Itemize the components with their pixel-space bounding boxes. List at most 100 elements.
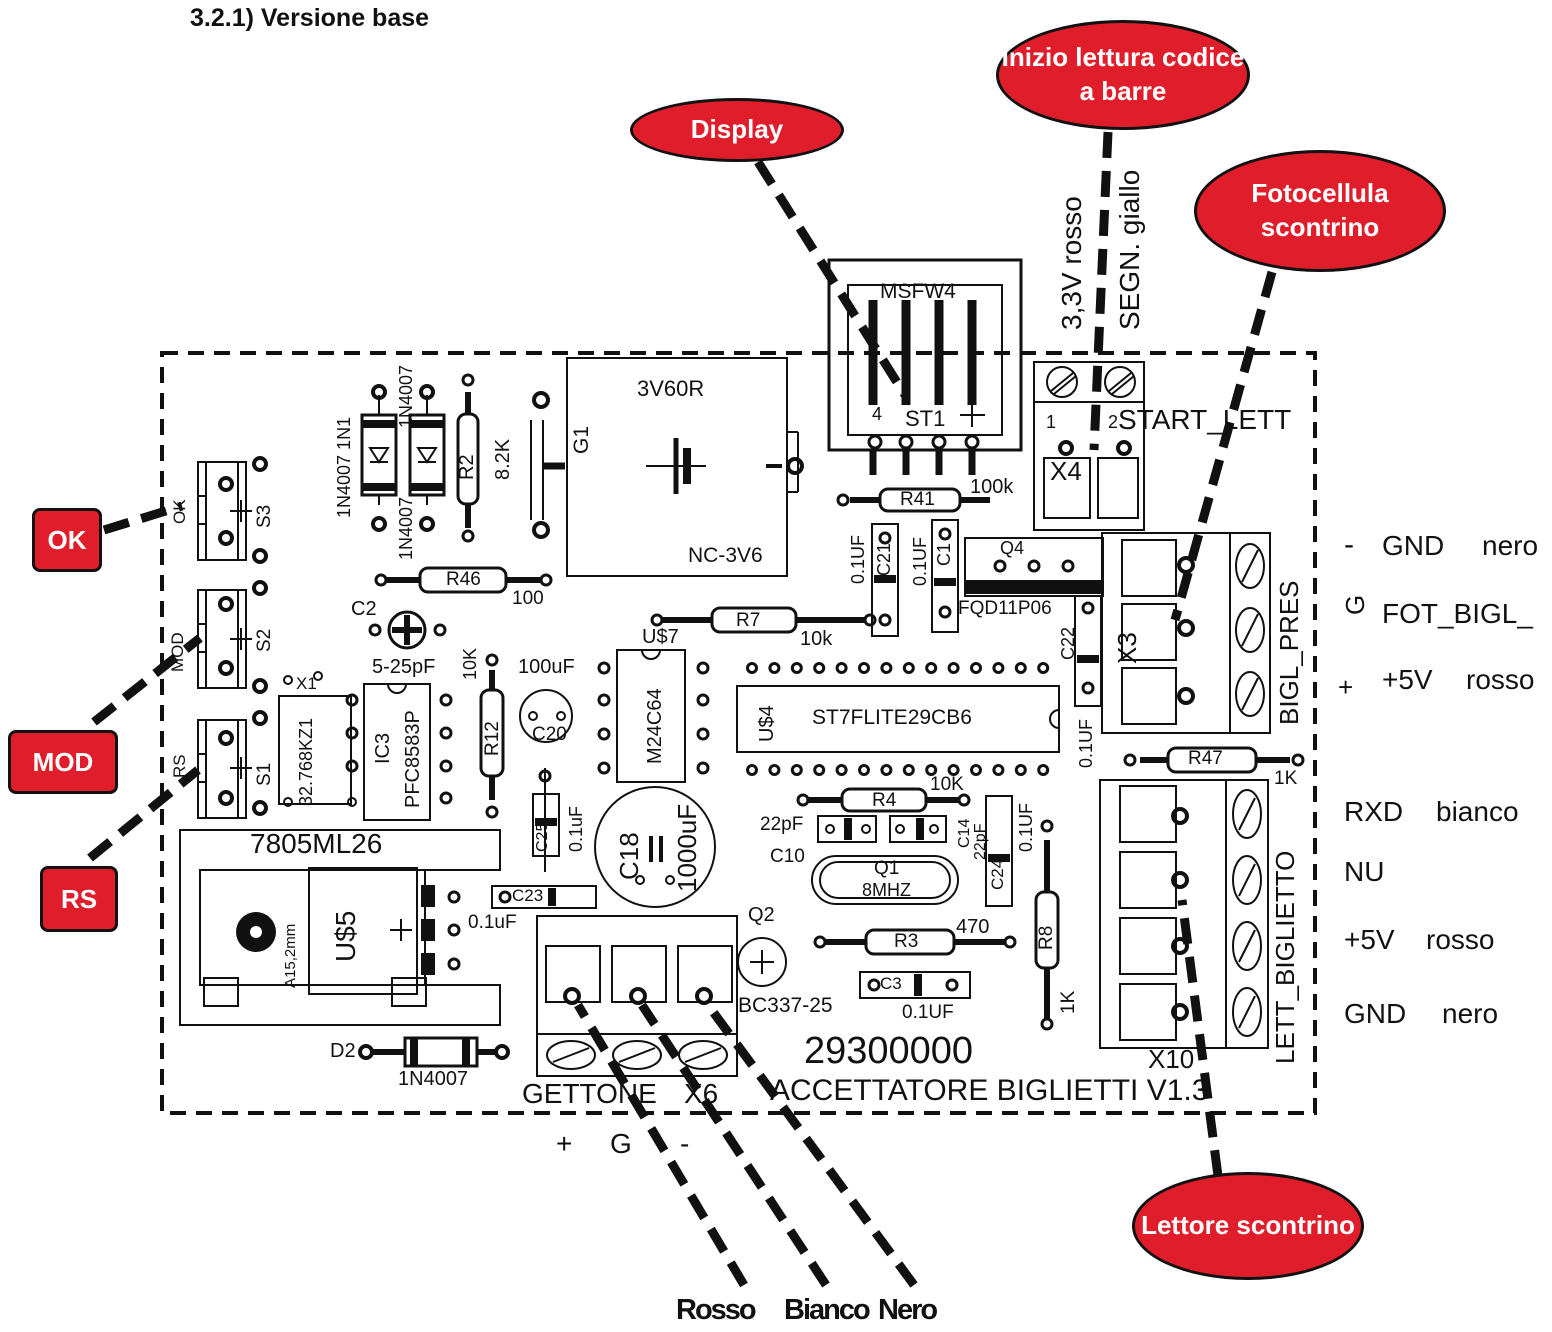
silk-ic3: IC3: [372, 732, 394, 764]
silk-msfw4: MSFW4: [880, 280, 956, 303]
ic-ic3: [345, 683, 453, 821]
leader-mod: [91, 634, 203, 726]
silk-r41-value: 100k: [970, 476, 1014, 498]
callout-rs: RS: [40, 866, 118, 932]
capacitor-c20: [519, 689, 573, 743]
capacitors-c10-c14: [817, 815, 947, 843]
silk-st1-pin4: 4: [872, 404, 883, 424]
callout-barcode: Inizio lettura codice a barre: [996, 20, 1250, 130]
silk-r47: R47: [1188, 748, 1223, 769]
silk-c22: C22: [1058, 626, 1078, 660]
mcu-pin: [746, 764, 758, 776]
silk-diode-1n1: 1N4007 1N1: [334, 416, 354, 518]
switch-s2: [197, 580, 268, 694]
mcu-pin: [790, 764, 803, 776]
resistor-r12: [479, 653, 505, 819]
diode-1n4007: [408, 384, 446, 532]
mcu-pin: [790, 662, 803, 674]
silk-c21-value: 0.1UF: [848, 534, 868, 584]
silk-q2: Q2: [748, 904, 775, 926]
silk-c22-value: 0.1UF: [1076, 718, 1096, 768]
silk-c10-value: 22pF: [760, 814, 804, 835]
silk-s1-label: RS: [170, 754, 189, 778]
silk-c3: C3: [880, 974, 902, 993]
silk-st1: ST1: [905, 406, 946, 431]
mcu-pin: [925, 764, 938, 776]
silk-c21: C21: [874, 542, 894, 576]
wire-segn-giallo: SEGN. giallo: [1114, 169, 1145, 330]
ic-us7: [597, 649, 710, 783]
resistor-r47: [1123, 746, 1305, 774]
silk-q2-part: BC337-25: [738, 994, 833, 1017]
capacitor-c3: [859, 971, 971, 999]
leader-photocell: [1170, 270, 1277, 622]
silk-d2-value: 1N4007: [398, 1068, 469, 1090]
wire-rosso: Rosso: [676, 1294, 757, 1326]
silk-us4: U$4: [756, 705, 778, 742]
callout-mod: MOD: [8, 730, 118, 794]
lett-rxd-color: bianco: [1436, 796, 1519, 827]
silk-us5-part: 7805ML26: [250, 828, 383, 859]
silk-board-code: 29300000: [804, 1030, 974, 1072]
silk-diode-1n4007b: 1N4007: [396, 496, 416, 560]
msfw4-connector: [827, 258, 1023, 475]
mcu-pin: [970, 662, 982, 674]
connector-x3: [1101, 532, 1271, 734]
silk-c23-value: 0.1uF: [468, 912, 517, 933]
leader-display: [754, 159, 909, 398]
silk-c1-value: 0.1UF: [910, 536, 930, 586]
silk-r46: R46: [446, 569, 481, 590]
silk-r4-value: 10K: [930, 774, 964, 795]
silk-c25: C25: [534, 822, 551, 852]
transistor-q2: [737, 937, 787, 987]
callout-ok: OK: [32, 508, 102, 572]
bigl-pin-minus: -: [1344, 528, 1354, 561]
silk-c20-value: 100uF: [518, 656, 575, 678]
wire-3v3-rosso: 3,3V rosso: [1056, 196, 1087, 330]
silk-r7: R7: [736, 610, 761, 631]
silk-g1: G1: [570, 425, 593, 454]
callout-reader: Lettore scontrino: [1132, 1172, 1364, 1280]
resistor-r8: [1034, 819, 1060, 1031]
leader-nero: [704, 1002, 918, 1288]
mcu-pin: [768, 662, 781, 674]
mcu-pin: [880, 662, 893, 674]
silk-q1: Q1: [874, 858, 900, 879]
bigl-pin-g: G: [1340, 594, 1370, 615]
bigl-pin-plus: +: [1338, 672, 1354, 702]
ic-us4: [736, 662, 1060, 776]
silk-r41: R41: [900, 489, 935, 510]
lett-5v-color: rosso: [1426, 924, 1495, 955]
leader-lines: [87, 131, 1277, 1288]
mcu-pin: [947, 662, 960, 674]
silk-s2-label: MOD: [168, 632, 187, 672]
mcu-pin: [902, 764, 915, 776]
resistor-r7: [650, 606, 877, 634]
silk-q4-part: FQD11P06: [958, 598, 1052, 619]
silk-x1: X1: [296, 674, 317, 693]
silk-c20: C20: [532, 724, 567, 745]
leader-bianco: [638, 1002, 830, 1288]
crystal-q1: [811, 855, 959, 905]
mcu-pin: [813, 764, 826, 776]
silk-r3-value: 470: [956, 916, 990, 938]
silk-c2-value: 5-25pF: [372, 656, 436, 678]
wire-bianco: Bianco: [784, 1294, 871, 1326]
regulator-us5: [179, 829, 501, 1026]
bigl-gnd-color: nero: [1482, 530, 1539, 561]
silk-g1-type: NC-3V6: [688, 544, 763, 567]
mcu-pin: [813, 662, 826, 674]
resistor-r4: [796, 787, 971, 813]
silk-s3-label: OK: [170, 499, 189, 524]
lett-5v-signal: +5V: [1344, 924, 1395, 955]
silk-us7: U$7: [642, 626, 679, 648]
mcu-pin: [1014, 764, 1027, 776]
silk-gettone: GETTONE: [522, 1078, 657, 1109]
gettone-pin-minus: -: [680, 1128, 690, 1159]
silk-d2: D2: [330, 1040, 356, 1062]
capacitor-c21: [871, 523, 899, 637]
silk-r4: R4: [872, 790, 897, 811]
silk-x4-pin1: 1: [1046, 412, 1057, 432]
silk-c1: C1: [934, 542, 954, 566]
